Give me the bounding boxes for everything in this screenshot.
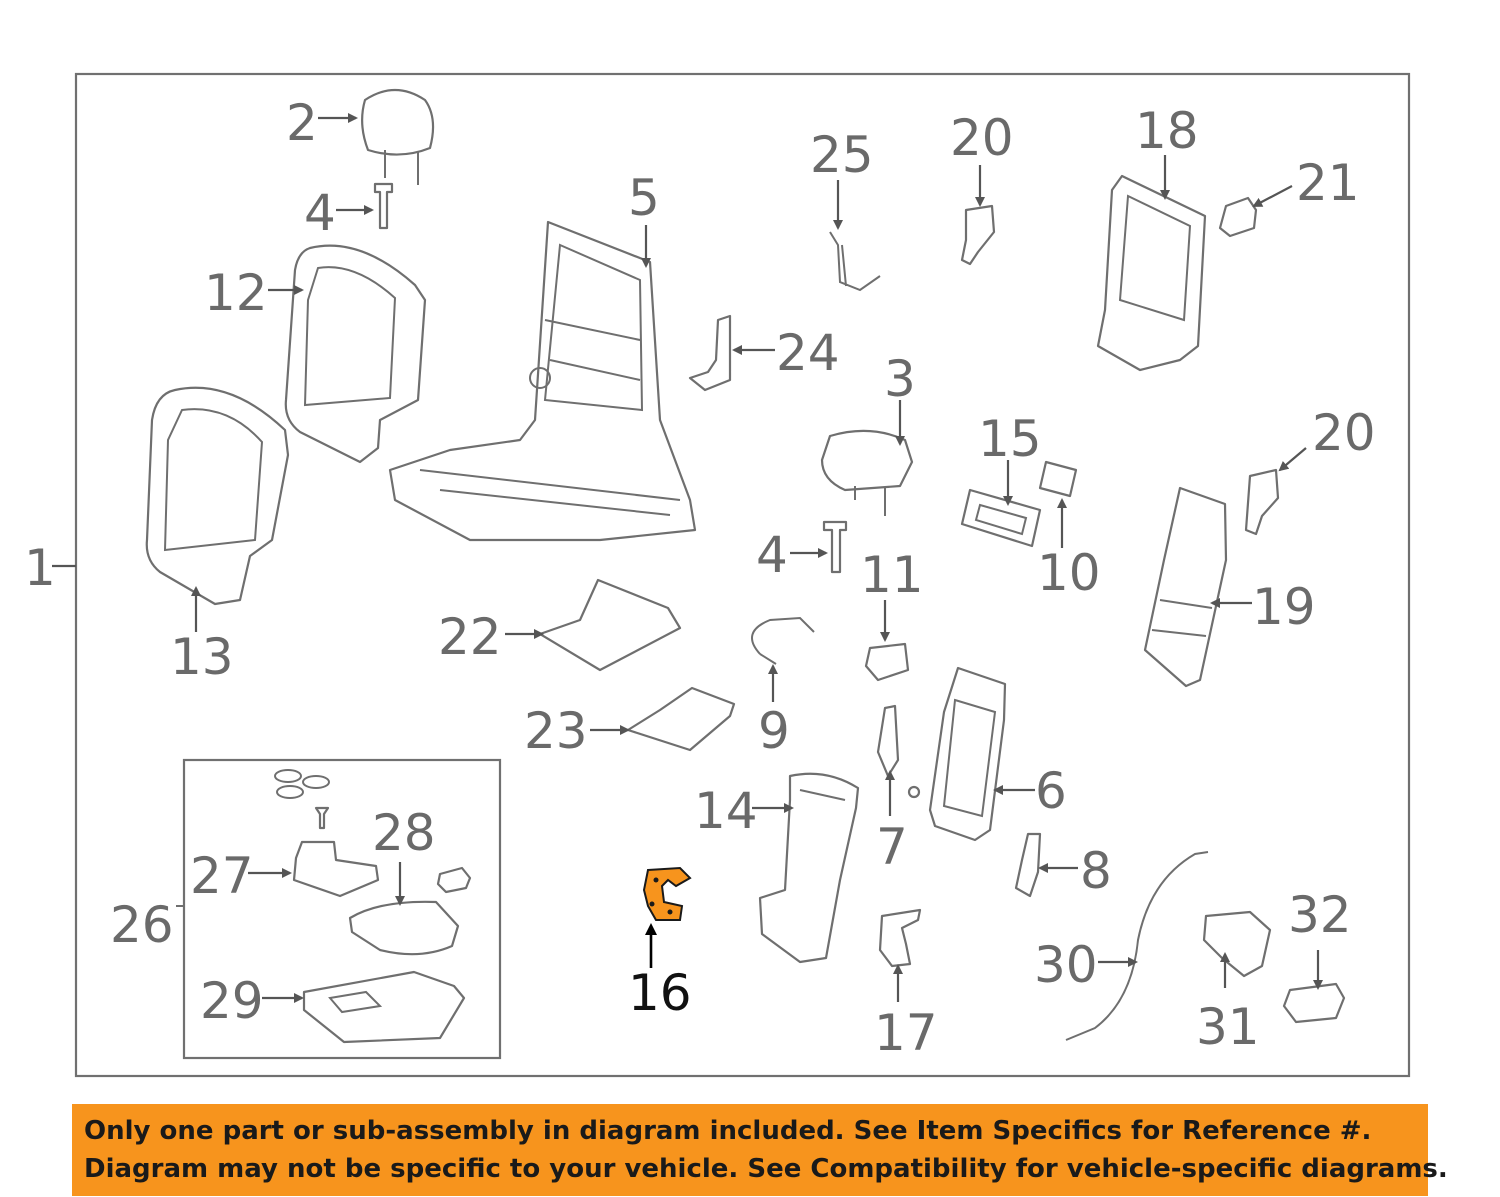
part-16-bracket-highlighted <box>642 866 692 921</box>
callout-3: 3 <box>884 350 916 408</box>
disclaimer-line-1: Only one part or sub-assembly in diagram… <box>84 1116 1372 1146</box>
callout-1: 1 <box>24 539 56 597</box>
part-13-seatback-cover <box>145 386 290 606</box>
part-7-bracket <box>876 704 921 799</box>
callout-10: 10 <box>1037 544 1101 602</box>
callout-7: 7 <box>876 818 908 876</box>
callout-6: 6 <box>1035 762 1067 820</box>
part-10-cap <box>1038 460 1078 498</box>
part-14-armrest-body <box>758 772 860 964</box>
callout-12: 12 <box>204 264 268 322</box>
part-4-guide-lower <box>822 520 848 574</box>
part-4-guide-upper <box>373 182 394 230</box>
disclaimer-banner: Only one part or sub-assembly in diagram… <box>72 1104 1448 1196</box>
part-21-clip <box>1218 196 1258 238</box>
callout-31: 31 <box>1196 998 1260 1056</box>
callout-25: 25 <box>810 126 874 184</box>
part-19-side-panel <box>1143 486 1228 688</box>
callout-16-highlighted: 16 <box>628 964 692 1022</box>
callout-13: 13 <box>170 628 234 686</box>
callout-24: 24 <box>776 324 840 382</box>
callout-5: 5 <box>628 169 660 227</box>
part-20-bracket-lower <box>1244 468 1280 536</box>
part-17-bracket <box>878 908 922 968</box>
parts-diagram: 1 2 4 12 13 5 25 20 18 21 24 3 15 20 10 … <box>24 72 1411 1078</box>
callout-8: 8 <box>1080 842 1112 900</box>
callout-22: 22 <box>438 608 502 666</box>
callout-18: 18 <box>1135 102 1199 160</box>
part-3-armrest-pad <box>820 429 914 516</box>
callout-20-lower: 20 <box>1312 404 1376 462</box>
callout-9: 9 <box>758 702 790 760</box>
callout-4-lower: 4 <box>756 526 788 584</box>
part-18-back-panel <box>1096 174 1207 372</box>
callout-23: 23 <box>524 702 588 760</box>
callout-19: 19 <box>1252 578 1316 636</box>
part-6-armrest-base <box>928 666 1007 842</box>
callout-32: 32 <box>1288 886 1352 944</box>
callout-2: 2 <box>286 94 318 152</box>
callout-17: 17 <box>874 1004 938 1062</box>
part-30-cable <box>1065 851 1209 1041</box>
part-8-bracket <box>1014 832 1042 898</box>
callout-11: 11 <box>860 546 924 604</box>
part-5-seat-frame <box>388 220 697 542</box>
callout-29: 29 <box>200 972 264 1030</box>
callout-27: 27 <box>190 847 254 905</box>
part-23-liner <box>626 686 736 752</box>
callout-4-upper: 4 <box>304 184 336 242</box>
part-20-bracket-upper <box>960 204 996 266</box>
part-12-seatback-cover <box>284 244 427 464</box>
leader-arrows <box>52 113 1323 1003</box>
callout-28: 28 <box>372 804 436 862</box>
subassembly-frame-26 <box>182 758 502 1060</box>
callout-15: 15 <box>978 410 1042 468</box>
part-11-knob <box>864 642 910 682</box>
part-26-subassembly-parts <box>274 769 472 1044</box>
part-25-rod <box>829 231 881 292</box>
disclaimer-line-2: Diagram may not be specific to your vehi… <box>84 1154 1448 1184</box>
part-9-wire <box>751 616 815 665</box>
part-24-bracket <box>688 314 732 392</box>
part-15-trim <box>960 488 1042 548</box>
callout-30: 30 <box>1034 936 1098 994</box>
part-32-cover <box>1282 982 1346 1024</box>
callout-26: 26 <box>110 896 174 954</box>
part-31-latch <box>1202 910 1272 978</box>
callout-14: 14 <box>694 782 758 840</box>
part-22-liner <box>538 578 682 672</box>
part-2-headrest <box>361 89 435 185</box>
callout-20-upper: 20 <box>950 109 1014 167</box>
callout-21: 21 <box>1296 154 1360 212</box>
assembly-frame <box>74 72 1411 1078</box>
